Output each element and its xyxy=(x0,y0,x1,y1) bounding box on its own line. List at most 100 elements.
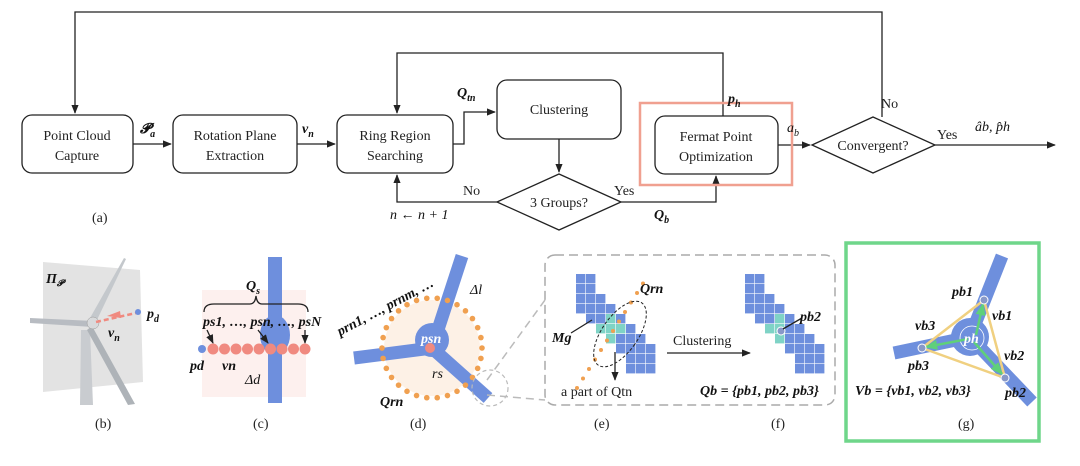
branch-label: Yes xyxy=(937,128,957,143)
ph-label: ph xyxy=(963,332,979,347)
qb-set-label: Qb = {pb1, pb2, pb3} xyxy=(700,384,819,399)
grid-cell xyxy=(755,314,765,324)
grid-cell xyxy=(765,314,775,324)
ring-point xyxy=(434,295,441,302)
box-label: Point Cloud xyxy=(43,129,110,144)
grid-cell xyxy=(795,334,805,344)
point-cloud-capture-box xyxy=(21,114,134,174)
ring-point xyxy=(380,334,386,341)
pointer xyxy=(570,319,593,334)
branch-label: No xyxy=(881,97,898,112)
ring-point xyxy=(462,308,469,314)
grid-e xyxy=(576,274,656,374)
scan-point xyxy=(242,343,253,355)
ring-point xyxy=(478,334,484,341)
caption: (e) xyxy=(594,417,610,432)
pd-label: pd xyxy=(189,359,205,374)
arrow xyxy=(453,108,496,145)
grid-cell xyxy=(785,344,795,354)
zoom-frame xyxy=(544,254,836,406)
edge-label: 𝓟a xyxy=(139,122,155,140)
grid-cell xyxy=(596,314,606,324)
blade-point xyxy=(979,295,989,305)
cluster-cell xyxy=(775,334,785,344)
grid-cell xyxy=(646,364,656,374)
decision-label: Convergent? xyxy=(837,139,908,154)
grid-cell xyxy=(636,334,646,344)
cluster-cell xyxy=(616,324,626,334)
ring-point xyxy=(404,301,410,308)
turbine-blade xyxy=(90,258,126,322)
edge-label: ph xyxy=(727,92,741,110)
ring-point xyxy=(629,300,633,305)
delta-l-label: Δl xyxy=(469,283,482,298)
grid-cell xyxy=(636,364,646,374)
ring-point xyxy=(413,392,420,399)
scan-point xyxy=(219,343,230,355)
decision-label: 3 Groups? xyxy=(530,196,588,211)
direction-vectors xyxy=(924,302,1003,375)
grid-cell xyxy=(576,284,586,294)
panel-e-f-clustering: Qrn Mg a part of Qtn Clustering pb2 Qb =… xyxy=(544,254,836,432)
scan-point xyxy=(265,343,276,355)
blade-point xyxy=(917,343,927,353)
ring-point xyxy=(434,394,441,401)
panel-c-scan: Qs ps1, …, psn, …, psN pd vn Δd (c) xyxy=(189,257,322,432)
grid-cell xyxy=(805,354,815,364)
ring-point xyxy=(611,329,615,333)
vb-set-label: Vb = {vb1, vb2, vb3} xyxy=(855,384,971,399)
ring-point xyxy=(581,376,585,381)
grid-cell xyxy=(586,274,596,284)
ring-points xyxy=(379,295,485,401)
ring-point xyxy=(423,295,430,302)
grid-cell xyxy=(646,354,656,364)
grid-cell xyxy=(745,274,755,284)
ring-point xyxy=(454,301,460,308)
ring-point xyxy=(454,388,460,395)
ring-point xyxy=(395,382,402,388)
ring-point xyxy=(413,297,420,304)
grid-cell xyxy=(795,344,805,354)
grid-cell xyxy=(626,354,636,364)
ring-point xyxy=(388,374,395,381)
vb3-label: vb3 xyxy=(915,319,935,334)
box-label: Optimization xyxy=(679,150,753,165)
branch-label: No xyxy=(463,184,480,199)
vb2-label: vb2 xyxy=(1004,349,1024,364)
grid-cell xyxy=(616,344,626,354)
scan-point xyxy=(207,343,219,355)
grid-cell xyxy=(626,334,636,344)
grid-cell xyxy=(805,344,815,354)
turbine-blade xyxy=(87,326,135,405)
plane-label: Π𝓟 xyxy=(45,272,67,288)
grid-cell xyxy=(795,354,805,364)
brace xyxy=(203,295,309,313)
grid-cell xyxy=(755,304,765,314)
grid-cell xyxy=(785,324,795,334)
rotation-plane-extraction-box xyxy=(172,114,298,174)
scan-point xyxy=(253,343,265,355)
grid-cell xyxy=(745,284,755,294)
ring-point xyxy=(605,338,609,343)
edge-label: Qb xyxy=(654,208,669,226)
grid-cell xyxy=(596,294,606,304)
ring-point xyxy=(617,319,621,324)
tower xyxy=(80,330,93,405)
grid-cell xyxy=(815,364,825,374)
ring-points xyxy=(575,281,645,390)
grid-cell xyxy=(646,344,656,354)
ring-point xyxy=(469,315,476,322)
triangle xyxy=(919,297,1007,380)
fermat-point-optimization-box xyxy=(654,115,779,175)
box-label: Searching xyxy=(367,149,423,164)
ring-point xyxy=(404,388,410,395)
ring-point xyxy=(462,382,469,388)
scan-points xyxy=(198,343,311,355)
pb2-label: pb2 xyxy=(799,310,821,325)
ring-point xyxy=(479,345,485,351)
inner-loop-arrow xyxy=(393,52,724,116)
start-point xyxy=(135,309,141,315)
scan-point xyxy=(230,343,242,355)
box-label: Fermat Point xyxy=(680,130,753,145)
caption: (f) xyxy=(771,417,785,432)
